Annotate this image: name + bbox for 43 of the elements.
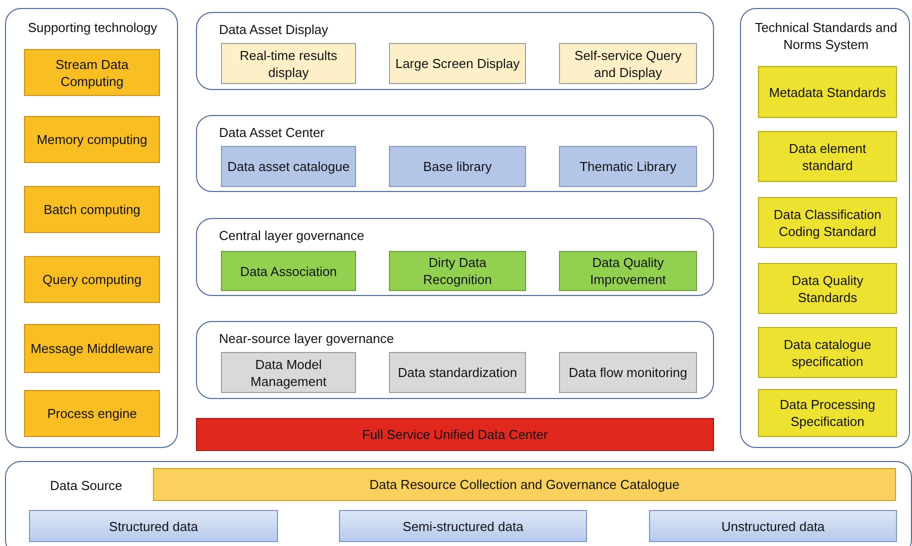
governance-box: Data Association [221,251,356,291]
layer-panel [196,115,714,192]
source-data-box: Unstructured data [649,510,897,542]
panel-heading: Supporting technology [26,19,158,36]
standard-box: Data catalogue specification [758,327,897,378]
catalogue-bar: Data Resource Collection and Governance Catalogue [153,468,896,501]
display-box: Large Screen Display [389,43,526,84]
technology-box: Process engine [24,390,160,437]
data-center-bar: Full Service Unified Data Center [196,418,714,451]
panel-heading: Technical Standards and Norms System [754,19,898,53]
source-data-box: Semi-structured data [339,510,587,542]
source-data-box: Structured data [29,510,278,542]
technology-box: Batch computing [24,186,160,233]
governance-box: Data standardization [389,352,526,393]
governance-box: Data Model Management [221,352,356,393]
layer-panel [5,8,178,448]
governance-box: Data Quality Improvement [559,251,697,291]
standard-box: Data Processing Specification [758,389,897,437]
asset-box: Thematic Library [559,146,697,187]
standard-box: Data Classification Coding Standard [758,197,897,248]
panel-heading: Data Source [50,477,122,494]
technology-box: Message Middleware [24,324,160,373]
panel-heading: Data Asset Display [219,21,328,38]
layer-panel [5,461,912,546]
display-box: Real-time results display [221,43,356,84]
panel-heading: Central layer governance [219,227,364,244]
layer-panel [196,12,714,90]
asset-box: Data asset catalogue [221,146,356,187]
layer-panel [196,218,714,296]
technology-box: Query computing [24,256,160,303]
technology-box: Stream Data Computing [24,49,160,96]
standard-box: Data Quality Standards [758,263,897,314]
display-box: Self-service Query and Display [559,43,697,84]
layer-panel [740,8,910,448]
technology-box: Memory computing [24,116,160,163]
asset-box: Base library [389,146,526,187]
layer-panel [196,321,714,399]
panel-heading: Near-source layer governance [219,330,394,347]
standard-box: Data element standard [758,131,897,182]
governance-box: Data flow monitoring [559,352,697,393]
governance-box: Dirty Data Recognition [389,251,526,291]
standard-box: Metadata Standards [758,66,897,118]
panel-heading: Data Asset Center [219,124,324,141]
